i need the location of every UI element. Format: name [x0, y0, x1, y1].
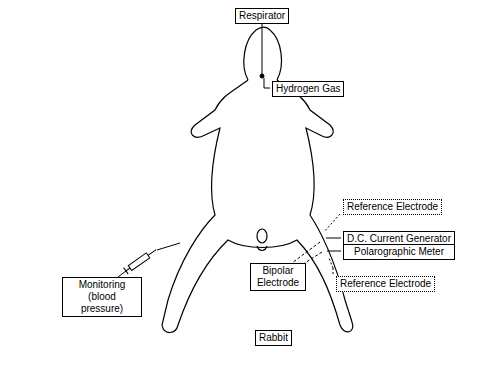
- box-label: Bipolar Electrode: [254, 265, 302, 289]
- bipolar-lead: [292, 242, 320, 263]
- syringe: [124, 246, 159, 274]
- monitor-box: Monitoring (blood pressure): [62, 277, 142, 317]
- box-label: Rabbit: [259, 332, 288, 344]
- box-label: Reference Electrode: [340, 278, 431, 290]
- device-box: Respirator: [235, 8, 289, 24]
- box-label: Polarographic Meter: [347, 246, 451, 258]
- rabbit-head: [244, 27, 282, 80]
- box-label: Monitoring (blood pressure): [66, 279, 138, 315]
- box-label: Reference Electrode: [347, 201, 438, 213]
- dc-wire: [326, 238, 341, 239]
- hydrogen-tube: [264, 88, 270, 89]
- gas-box: Hydrogen Gas: [272, 81, 344, 97]
- rabbit-tail: [257, 246, 267, 251]
- reference-lead: [329, 258, 333, 268]
- box-label: Hydrogen Gas: [276, 83, 340, 95]
- tube-tip: [260, 74, 264, 78]
- electrode-box: Bipolar Electrode: [250, 263, 306, 291]
- respirator-tube: [262, 24, 263, 74]
- meter-wire: [327, 251, 341, 252]
- hydrogen-tube: [264, 78, 265, 88]
- reference-lead: [324, 214, 340, 232]
- electrode-box: Reference Electrode: [336, 276, 435, 292]
- rabbit-body: [162, 80, 353, 333]
- box-label: Respirator: [239, 10, 285, 22]
- reference-lead: [333, 268, 334, 276]
- caption-box: Rabbit: [255, 330, 292, 346]
- rabbit-genital: [257, 229, 267, 243]
- device-box: Polarographic Meter: [343, 244, 455, 260]
- electrode-box: Reference Electrode: [343, 199, 442, 215]
- catheter: [157, 243, 180, 250]
